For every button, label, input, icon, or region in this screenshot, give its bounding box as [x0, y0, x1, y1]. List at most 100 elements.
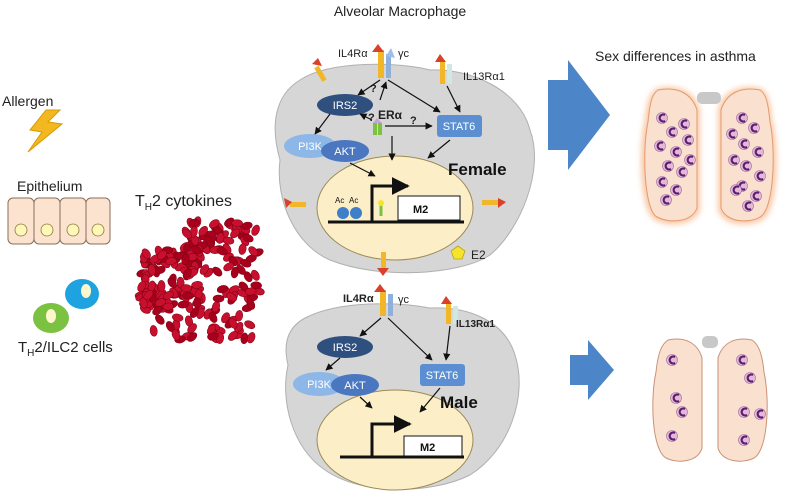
cytokine-particle [147, 264, 156, 276]
allergen-label: Allergen [2, 93, 53, 109]
cytokine-particle [228, 317, 238, 329]
female-il4ra-receptor [372, 44, 395, 78]
cytokine-particle [155, 314, 165, 325]
cytokine-particle [248, 246, 259, 257]
lung-macrophage-icon [754, 170, 766, 182]
cytokine-particle [162, 302, 174, 311]
cytokine-particle [181, 253, 190, 265]
peripheral-receptor-4 [377, 252, 389, 276]
question-mark-1: ? [370, 83, 377, 95]
cytokine-particle [216, 285, 229, 294]
cytokine-cluster [134, 216, 265, 345]
lung-macrophage-icon [666, 126, 678, 138]
lung-macrophage-icon [738, 406, 750, 418]
peripheral-receptor-2 [284, 198, 306, 208]
female-label: Female [448, 160, 507, 179]
female-gene-label: M2 [413, 204, 428, 216]
female-il13ra1-receptor [435, 54, 452, 84]
cytokine-particle [177, 300, 190, 309]
cytokine-particle [216, 232, 225, 244]
lung-macrophage-icon [654, 140, 666, 152]
male-irs2-node [317, 336, 373, 358]
female-akt-node [321, 140, 369, 162]
cytokine-particle [199, 264, 209, 275]
male-irs2-label: IRS2 [333, 342, 357, 354]
question-mark-2: ? [368, 112, 375, 124]
male-outcome-arrow [570, 340, 614, 400]
sex-differences-title: Sex differences in asthma [595, 48, 756, 64]
cytokine-particle [180, 284, 192, 292]
lung-macrophage-icon [678, 118, 690, 130]
lung-macrophage-icon [742, 200, 754, 212]
male-nucleus [316, 389, 474, 491]
male-akt-label: AKT [344, 380, 366, 392]
cytokine-particle [206, 324, 217, 336]
cytokine-particle [244, 320, 256, 329]
cytokine-particle [247, 332, 256, 344]
cytokine-particle [143, 290, 154, 300]
cytokine-particle [208, 312, 218, 323]
female-outcome-arrow [548, 60, 610, 170]
lung-macrophage-icon [740, 160, 752, 172]
male-stat6-label: STAT6 [426, 370, 459, 382]
peripheral-receptor-1 [312, 58, 327, 82]
cytokine-particle [152, 306, 163, 316]
lung-macrophage-icon [670, 392, 682, 404]
male-stat6-node [420, 364, 465, 386]
th2-cytokines-label: TH2 cytokines [135, 193, 232, 213]
cytokine-particle [137, 281, 147, 292]
cytokine-particle [212, 294, 225, 303]
cytokine-particle [198, 226, 208, 237]
th2-ilc2-label: TH2/ILC2 cells [18, 339, 113, 359]
lung-macrophage-icon [670, 184, 682, 196]
lung-macrophage-icon [666, 354, 678, 366]
cytokine-particle [162, 290, 174, 300]
cytokine-particle [250, 281, 262, 290]
cytokine-particle [193, 296, 202, 309]
cytokine-particle [223, 262, 235, 272]
female-stat6-label: STAT6 [443, 121, 476, 133]
male-label: Male [440, 393, 478, 412]
cytokine-particle [182, 268, 192, 279]
cytokine-particle [188, 218, 200, 227]
cytokine-particle [235, 310, 243, 322]
lung-macrophage-icon [676, 166, 688, 178]
lung-macrophage-icon [728, 154, 740, 166]
lung-macrophage-icon [738, 138, 750, 150]
cytokine-particle [149, 325, 158, 337]
cytokine-particle [251, 224, 260, 236]
male-il4ra-receptor [374, 284, 393, 316]
male-pi3k-node [293, 372, 345, 396]
era-receptor-icon [373, 118, 382, 135]
female-il13ra1-label: IL13Rα1 [463, 71, 505, 83]
lung-macrophage-icon [660, 194, 672, 206]
male-il13ra1-receptor [441, 296, 458, 324]
lightning-icon [27, 109, 64, 153]
e2-icon [450, 245, 466, 260]
cytokine-particle [226, 292, 237, 302]
female-gene-diagram [328, 177, 464, 224]
cytokine-particle [207, 332, 219, 341]
lung-macrophage-icon [656, 176, 668, 188]
cytokine-particle [187, 332, 198, 342]
cytokine-particle [165, 257, 177, 266]
e2-label: E2 [471, 248, 486, 262]
female-era-label: ERα [378, 108, 403, 122]
epithelium-cells [7, 197, 111, 245]
cytokine-particle [139, 297, 148, 309]
female-akt-label: AKT [334, 146, 356, 158]
cytokine-particle [191, 245, 202, 255]
female-irs2-label: IRS2 [333, 100, 357, 112]
female-signal-arrows [314, 79, 461, 177]
male-lung-macrophages [666, 354, 766, 446]
male-akt-node [331, 374, 379, 396]
lung-macrophage-icon [750, 190, 762, 202]
lung-macrophage-icon [730, 184, 742, 196]
male-pi3k-label: PI3K [307, 379, 332, 391]
lung-macrophage-icon [656, 112, 668, 124]
peripheral-receptor-3 [482, 198, 506, 208]
ac-label-1: Ac [335, 196, 344, 205]
female-il4ra-label: IL4Rα [338, 48, 368, 60]
cytokine-particle [231, 219, 243, 228]
female-lung-macrophages [654, 112, 766, 212]
